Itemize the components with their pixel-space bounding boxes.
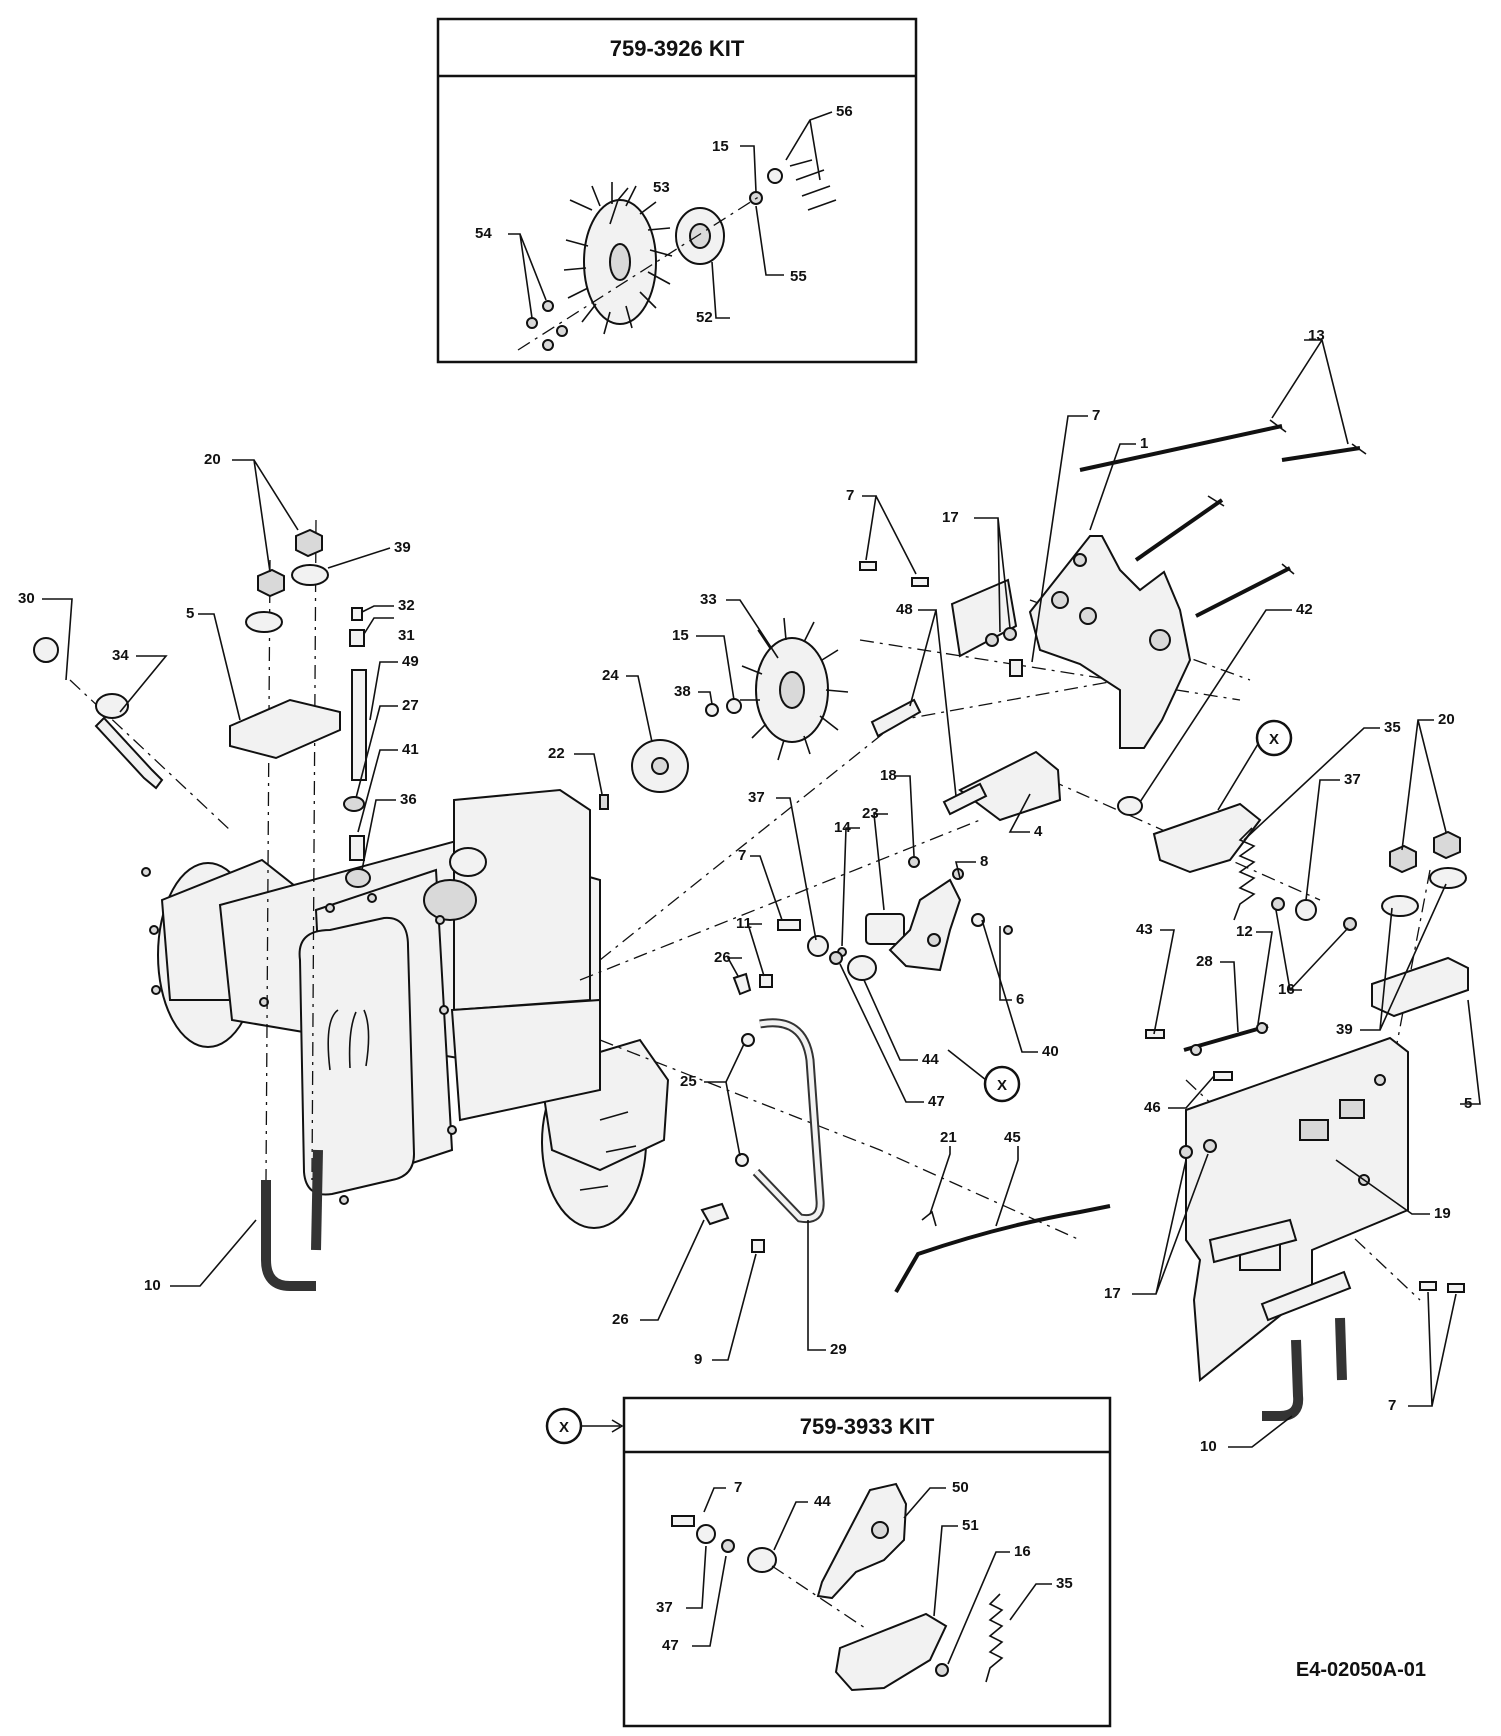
callout-10: 10 [144, 1277, 161, 1294]
callout-48: 48 [896, 601, 913, 618]
callout-37: 37 [656, 1599, 673, 1616]
callout-39: 39 [394, 539, 411, 556]
callout-56: 56 [836, 103, 853, 120]
callout-42: 42 [1296, 601, 1313, 618]
callout-10: 10 [1200, 1438, 1217, 1455]
kit-title: 759-3933 KIT [800, 1414, 935, 1439]
callout-22: 22 [548, 745, 565, 762]
housing-bolts [141, 867, 457, 1205]
callout-33: 33 [700, 591, 717, 608]
callout-36: 36 [400, 791, 417, 808]
fan-part [563, 182, 673, 335]
callout-55: 55 [790, 268, 807, 285]
callout-11: 11 [736, 915, 752, 932]
callout-17: 17 [942, 509, 959, 526]
callout-31: 31 [398, 627, 415, 644]
callout-27: 27 [402, 697, 419, 714]
kit-title: 759-3926 KIT [610, 36, 745, 61]
right-lower-parts [1145, 1022, 1465, 1421]
callout-7: 7 [738, 847, 746, 864]
small-nuts-part [526, 300, 568, 351]
leader-lines [42, 339, 1481, 1448]
callout-9: 9 [694, 1351, 702, 1368]
callout-6: 6 [1016, 991, 1024, 1008]
callout-41: 41 [402, 741, 419, 758]
callout-17: 17 [1104, 1285, 1121, 1302]
callout-34: 34 [112, 647, 129, 664]
callout-1: 1 [1140, 435, 1148, 452]
callout-35: 35 [1056, 1575, 1073, 1592]
callout-32: 32 [398, 597, 415, 614]
center-parts [599, 617, 1111, 1294]
kit-1-callouts: 15 56 53 54 55 52 [475, 103, 853, 326]
callout-16: 16 [1278, 981, 1295, 998]
callout-30: 30 [18, 590, 35, 607]
callout-45: 45 [1004, 1129, 1021, 1146]
callout-19: 19 [1434, 1205, 1451, 1222]
bolts-part [789, 159, 837, 211]
callout-23: 23 [862, 805, 879, 822]
callout-7: 7 [1092, 407, 1100, 424]
callout-7: 7 [734, 1479, 742, 1496]
callout-47: 47 [928, 1093, 945, 1110]
callout-40: 40 [1042, 1043, 1059, 1060]
left-parts [33, 528, 371, 1291]
callout-14: 14 [834, 819, 851, 836]
kit-box-759-3926: 759-3926 KIT [436, 17, 918, 364]
callout-15: 15 [672, 627, 689, 644]
callout-15: 15 [712, 138, 729, 155]
callout-5: 5 [186, 605, 194, 622]
nut-part [749, 168, 783, 205]
callout-20: 20 [204, 451, 221, 468]
callout-13: 13 [1308, 327, 1325, 344]
callout-5: 5 [1464, 1095, 1472, 1112]
kit-box-759-3933: X 759-3933 KIT 7 44 50 51 16 35 37 47 [545, 1396, 1112, 1728]
callout-24: 24 [602, 667, 619, 684]
callout-47: 47 [662, 1637, 679, 1654]
callout-43: 43 [1136, 921, 1153, 938]
callout-8: 8 [980, 853, 988, 870]
x-markers: X X [947, 719, 1293, 1103]
callout-4: 4 [1034, 823, 1043, 840]
callout-26: 26 [612, 1311, 629, 1328]
callout-54: 54 [475, 225, 492, 242]
callout-26: 26 [714, 949, 731, 966]
x-marker-lower: X [997, 1077, 1007, 1094]
x-marker-upper: X [1269, 731, 1279, 748]
callout-49: 49 [402, 653, 419, 670]
drawing-code: E4-02050A-01 [1296, 1659, 1426, 1681]
kit-marker: X [559, 1419, 569, 1436]
callout-20: 20 [1438, 711, 1455, 728]
callout-29: 29 [830, 1341, 847, 1358]
callout-44: 44 [922, 1051, 939, 1068]
callout-44: 44 [814, 1493, 831, 1510]
callout-37: 37 [1344, 771, 1361, 788]
main-callouts: 13 7 1 7 17 48 20 39 32 31 5 49 30 34 27… [18, 327, 1472, 1455]
hub-part [675, 207, 725, 265]
callout-21: 21 [940, 1129, 957, 1146]
callout-28: 28 [1196, 953, 1213, 970]
callout-51: 51 [962, 1517, 979, 1534]
callout-25: 25 [680, 1073, 697, 1090]
alignment-lines [69, 519, 1431, 1301]
callout-52: 52 [696, 309, 713, 326]
callout-37: 37 [748, 789, 765, 806]
callout-35: 35 [1384, 719, 1401, 736]
callout-7: 7 [846, 487, 854, 504]
callout-39: 39 [1336, 1021, 1353, 1038]
callout-12: 12 [1236, 923, 1253, 940]
transmission-assembly [141, 788, 670, 1229]
callout-46: 46 [1144, 1099, 1161, 1116]
callout-53: 53 [653, 179, 670, 196]
callout-18: 18 [880, 767, 897, 784]
callout-16: 16 [1014, 1543, 1031, 1560]
callout-38: 38 [674, 683, 691, 700]
callout-50: 50 [952, 1479, 969, 1496]
callout-7: 7 [1388, 1397, 1396, 1414]
